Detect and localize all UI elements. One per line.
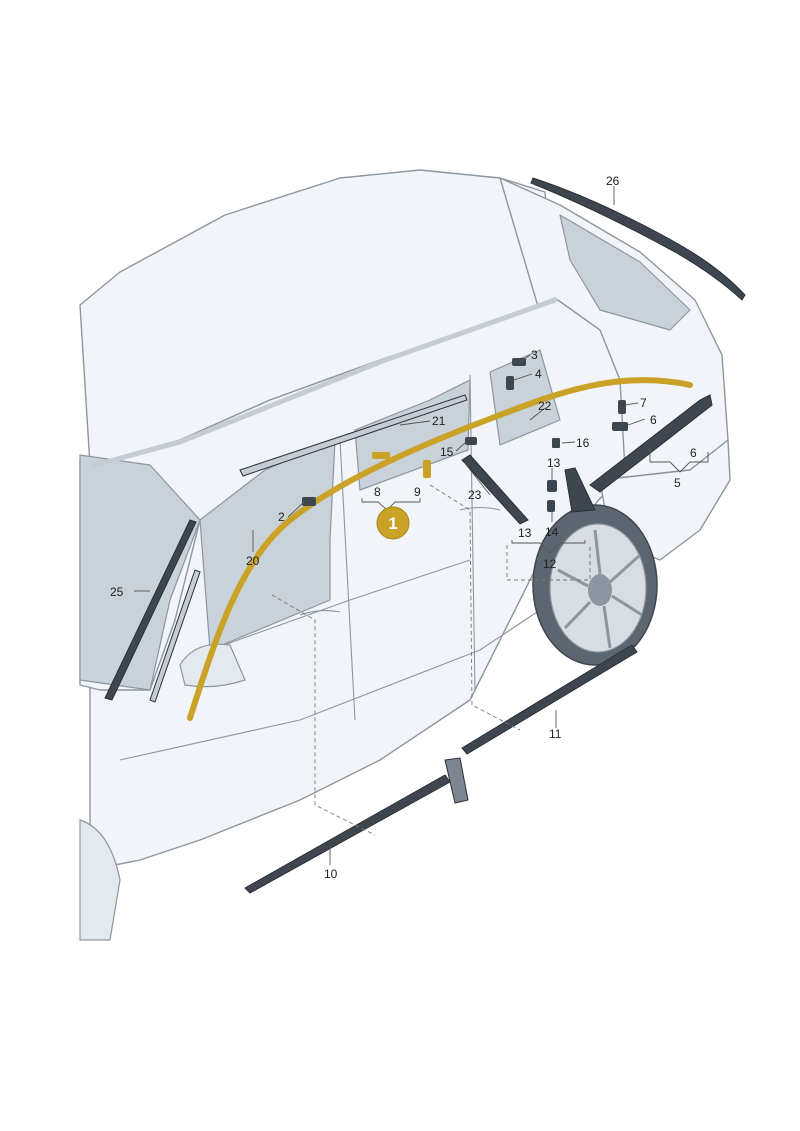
part-label: 11: [549, 727, 562, 741]
clip-4: [506, 376, 514, 390]
clip-15: [465, 437, 477, 445]
clip-6: [612, 422, 628, 431]
part-25-windshield-trim: [104, 519, 197, 701]
dark-trims: [104, 177, 746, 894]
part-20-pillar-trim: [149, 569, 201, 703]
front-wheel-arch: [79, 819, 121, 941]
part-label: 12: [543, 557, 557, 571]
roof-rail-left: [92, 297, 558, 468]
part-label: 4: [535, 367, 542, 381]
callout-badge-label: 1: [388, 514, 397, 533]
part-label: 5: [674, 476, 681, 490]
rear-window: [559, 214, 691, 331]
part-label: 25: [110, 585, 124, 599]
windshield: [79, 454, 201, 691]
part-label: 15: [440, 445, 454, 459]
part-label: 8: [374, 485, 381, 499]
part-11-sill-trim-rear: [461, 644, 638, 755]
part-label: 7: [640, 396, 647, 410]
leader-lines: [134, 186, 646, 865]
clip-13: [547, 480, 557, 492]
part-label: 3: [531, 348, 538, 362]
part-label: 20: [246, 554, 260, 568]
part-label: 6: [650, 413, 657, 427]
part-21-window-trim: [239, 394, 468, 477]
part-label: 13: [518, 526, 532, 540]
part-26-spoiler-trim: [530, 177, 746, 301]
clip-8: [372, 452, 390, 459]
part-label: 2: [278, 510, 285, 524]
part-12-triangle-trim: [564, 467, 596, 513]
part-label: 10: [324, 867, 338, 881]
rear-wheel: [532, 504, 658, 666]
part-label: 26: [606, 174, 620, 188]
clip-14: [547, 500, 555, 512]
part-labels: 2 3 4 5 6 6 7 8 9 10 11 12 13 13 14 15 1…: [110, 174, 697, 881]
part-label: 16: [576, 436, 590, 450]
part-label: 14: [545, 525, 559, 539]
assembly-guides: [271, 484, 591, 836]
part-label: 13: [547, 456, 561, 470]
part-label: 23: [468, 488, 482, 502]
part-label: 22: [538, 399, 552, 413]
clip-7: [618, 400, 626, 414]
clip-2: [302, 497, 316, 506]
part-label: 6: [690, 446, 697, 460]
callout-badge[interactable]: 1: [376, 506, 410, 540]
quarter-window: [489, 349, 561, 446]
roof-trim-strip-highlight[interactable]: [187, 377, 693, 721]
part-label: 9: [414, 485, 421, 499]
part-23-door-trim: [461, 454, 529, 525]
part-10-bracket: [444, 757, 469, 804]
part-label: 21: [432, 414, 446, 428]
car-body: [79, 169, 731, 871]
clip-9: [423, 460, 431, 478]
clip-16: [552, 438, 560, 448]
part-5-rear-strip: [589, 394, 713, 493]
